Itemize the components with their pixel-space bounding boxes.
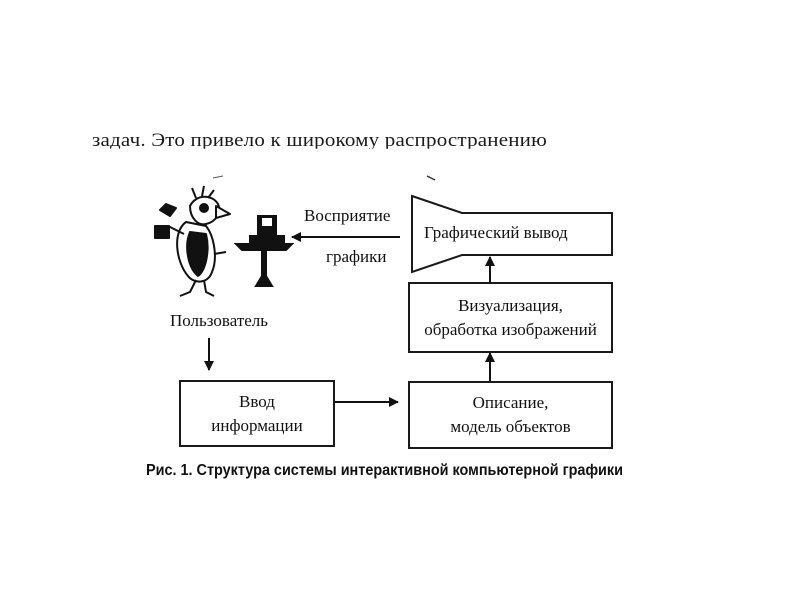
user-figure-icon (154, 185, 231, 297)
visualization-text-line2: обработка изображений (424, 319, 597, 339)
description-block: Описание, модель объектов (408, 381, 613, 449)
perception-label-line2: графики (326, 247, 387, 266)
input-block: Ввод информации (179, 380, 335, 447)
graphic-output-label: Графический вывод (424, 223, 568, 242)
input-text-line2: информации (211, 415, 303, 435)
figure-caption-text: Структура системы интерактивной компьюте… (196, 462, 624, 479)
figure-caption: Рис. 1. Структура системы интерактивной … (146, 462, 630, 480)
figure-caption-prefix: Рис. 1. (146, 462, 193, 479)
description-text-line1: Описание, (472, 393, 549, 412)
perception-label-line1: Восприятие (304, 206, 391, 225)
visualization-text-line1: Визуализация, (458, 295, 563, 315)
clipped-body-text: задач. Это привело к широкому распростра… (92, 128, 548, 149)
user-label: Пользователь (170, 311, 269, 330)
workstation-icon (233, 215, 295, 287)
graphic-output-screen-shape (411, 194, 613, 274)
description-text-line2: модель объектов (450, 417, 571, 436)
input-text-line1: Ввод (239, 391, 275, 411)
visualization-block: Визуализация, обработка изображений (408, 282, 613, 353)
